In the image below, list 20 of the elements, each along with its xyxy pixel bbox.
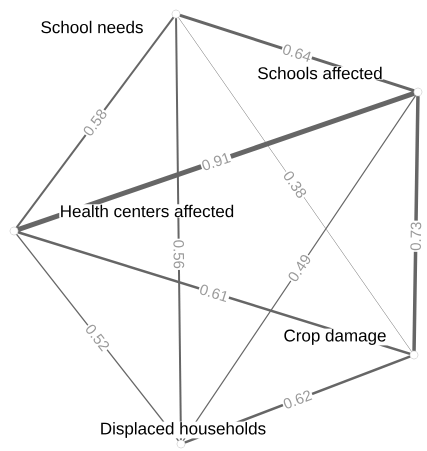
edge-label: 0.64: [280, 42, 314, 64]
edge-label: 0.62: [280, 388, 314, 411]
node-label: Schools affected: [256, 66, 384, 80]
edge-line: [178, 17, 412, 352]
edge-line: [412, 96, 420, 351]
edge-label: 0.91: [199, 150, 233, 173]
node-label: Displaced households: [99, 422, 267, 438]
edge-label: 0.56: [172, 238, 186, 270]
node-label: School needs: [40, 20, 144, 34]
node-label: Crop damage: [283, 328, 387, 346]
vertex-dot: [414, 88, 422, 96]
node-label: Health centers affected: [59, 204, 235, 218]
edge-line: [16, 16, 174, 228]
vertex-dot: [176, 440, 186, 448]
edge-line: [182, 95, 416, 441]
vertex-dot: [410, 350, 418, 360]
edge-label: 0.61: [197, 282, 231, 304]
vertex-dot: [10, 226, 18, 236]
vertex-dot: [172, 10, 180, 18]
edge-label: 0.73: [409, 220, 422, 252]
